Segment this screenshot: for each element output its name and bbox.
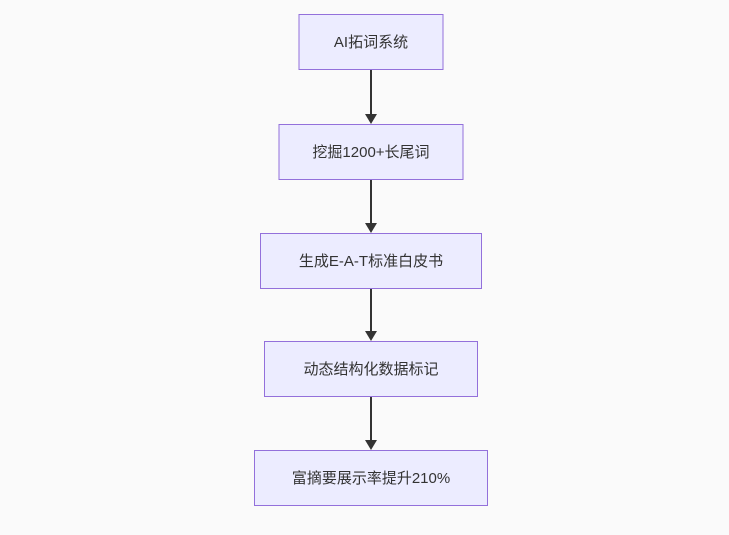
edge-line [370, 180, 372, 223]
edge-line [370, 70, 372, 114]
edge-line [370, 289, 372, 331]
node-label: 动态结构化数据标记 [303, 360, 439, 378]
arrowhead-down-icon [365, 114, 377, 124]
flowchart-edge-3 [365, 289, 377, 341]
flowchart-edge-1 [365, 70, 377, 124]
flowchart-node-rich-snippet-result: 富摘要展示率提升210% [254, 450, 488, 506]
arrowhead-down-icon [365, 440, 377, 450]
flowchart-node-ai-word-expansion: AI拓词系统 [298, 14, 444, 70]
node-label: 生成E-A-T标准白皮书 [298, 252, 444, 270]
flowchart-node-eat-whitepaper: 生成E-A-T标准白皮书 [260, 233, 482, 289]
node-label: AI拓词系统 [333, 33, 409, 51]
arrowhead-down-icon [365, 331, 377, 341]
flowchart-edge-4 [365, 397, 377, 450]
node-label: 富摘要展示率提升210% [291, 469, 451, 487]
flowchart-node-structured-data-markup: 动态结构化数据标记 [264, 341, 478, 397]
edge-line [370, 397, 372, 440]
arrowhead-down-icon [365, 223, 377, 233]
flowchart-edge-2 [365, 180, 377, 233]
flowchart-node-longtail-mining: 挖掘1200+长尾词 [278, 124, 464, 180]
node-label: 挖掘1200+长尾词 [312, 143, 430, 161]
